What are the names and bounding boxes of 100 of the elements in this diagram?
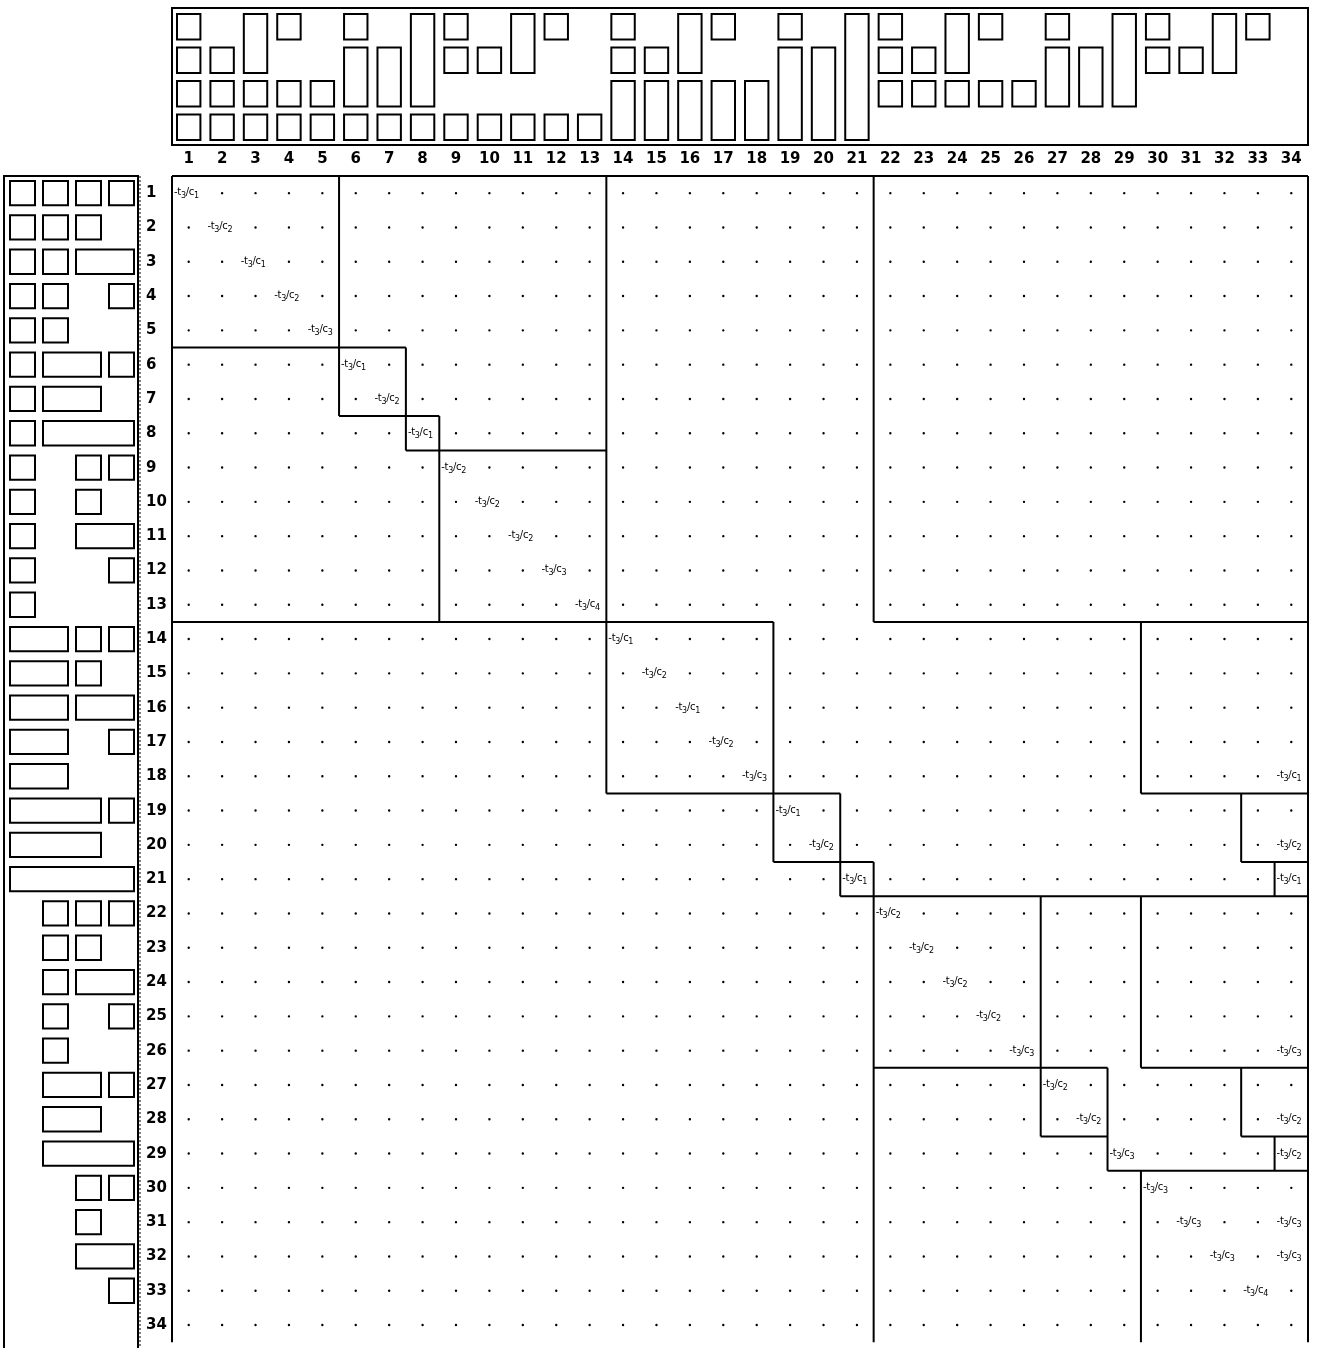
column-number: 10 xyxy=(478,151,500,166)
matrix-entry: -t$_{3}$/c$_{2}$ xyxy=(1276,1147,1302,1161)
matrix-entry: -t$_{3}$/c$_{3}$ xyxy=(541,564,567,578)
matrix-entry: -t$_{3}$/c$_{2}$ xyxy=(274,290,300,304)
row-number: 23 xyxy=(146,939,167,955)
matrix-entry: -t$_{3}$/c$_{2}$ xyxy=(374,392,400,406)
matrix-entry: -t$_{3}$/c$_{2}$ xyxy=(441,461,467,475)
column-number: 11 xyxy=(512,151,534,166)
row-number: 13 xyxy=(146,596,167,612)
matrix-entry: -t$_{3}$/c$_{1}$ xyxy=(608,633,634,647)
column-number: 16 xyxy=(679,151,701,166)
column-number: 17 xyxy=(712,151,734,166)
row-number: 12 xyxy=(146,562,167,578)
matrix-entry: -t$_{3}$/c$_{2}$ xyxy=(909,941,934,955)
matrix-entry: -t$_{3}$/c$_{4}$ xyxy=(1243,1284,1268,1298)
row-number: 1 xyxy=(146,185,157,201)
column-number: 14 xyxy=(612,151,634,166)
column-number: 6 xyxy=(350,151,361,166)
matrix-entry: -t$_{3}$/c$_{2}$ xyxy=(875,907,901,921)
row-number: 26 xyxy=(146,1042,167,1058)
matrix-entry: -t$_{3}$/c$_{1}$ xyxy=(775,804,801,818)
matrix-entry: -t$_{3}$/c$_{3}$ xyxy=(1209,1250,1235,1264)
row-number: 30 xyxy=(146,1179,167,1195)
row-number: 9 xyxy=(146,459,157,475)
column-number: 5 xyxy=(317,151,328,166)
column-number: 12 xyxy=(545,151,567,166)
column-number: 27 xyxy=(1046,151,1068,166)
row-number: 8 xyxy=(146,425,157,441)
matrix-entry: -t$_{3}$/c$_{2}$ xyxy=(1276,838,1302,852)
row-number: 25 xyxy=(146,1008,167,1024)
row-number: 24 xyxy=(146,974,167,990)
row-number: 10 xyxy=(146,493,167,509)
matrix-entry: -t$_{3}$/c$_{2}$ xyxy=(808,838,834,852)
row-number: 3 xyxy=(146,253,157,269)
row-number: 21 xyxy=(146,871,167,887)
column-number: 31 xyxy=(1180,151,1202,166)
column-number: 18 xyxy=(746,151,768,166)
matrix-entry: -t$_{3}$/c$_{2}$ xyxy=(508,530,533,544)
matrix-entry: -t$_{3}$/c$_{1}$ xyxy=(1276,770,1302,784)
column-number: 7 xyxy=(383,151,395,166)
matrix-entry: -t$_{3}$/c$_{1}$ xyxy=(240,255,266,269)
column-number: 22 xyxy=(879,151,901,166)
column-number: 21 xyxy=(846,151,868,166)
column-number: 1 xyxy=(183,151,194,166)
row-number: 19 xyxy=(146,802,167,818)
column-number: 24 xyxy=(946,151,968,166)
column-number: 4 xyxy=(283,151,295,166)
matrix-entry: -t$_{3}$/c$_{3}$ xyxy=(1276,1250,1302,1264)
matrix-entry: -t$_{3}$/c$_{2}$ xyxy=(641,667,667,681)
matrix-entry: -t$_{3}$/c$_{1}$ xyxy=(842,873,868,887)
row-number: 29 xyxy=(146,1145,167,1161)
row-number: 31 xyxy=(146,1214,167,1230)
row-number: 17 xyxy=(146,733,167,749)
matrix-entry: -t$_{3}$/c$_{3}$ xyxy=(1142,1181,1168,1195)
matrix-entry: -t$_{3}$/c$_{2}$ xyxy=(1276,1113,1302,1127)
row-number: 15 xyxy=(146,665,167,681)
row-number: 22 xyxy=(146,905,167,921)
matrix-entry: -t$_{3}$/c$_{1}$ xyxy=(407,427,433,441)
matrix-entry: -t$_{3}$/c$_{3}$ xyxy=(1276,1216,1302,1230)
matrix-entry: -t$_{3}$/c$_{1}$ xyxy=(675,701,700,715)
row-number: 18 xyxy=(146,768,167,784)
row-number: 2 xyxy=(146,219,157,235)
matrix-entry: -t$_{3}$/c$_{3}$ xyxy=(1176,1216,1202,1230)
column-number: 13 xyxy=(579,151,601,166)
row-number: 5 xyxy=(146,322,157,338)
matrix-entry: -t$_{3}$/c$_{2}$ xyxy=(207,221,233,235)
matrix-entry: -t$_{3}$/c$_{2}$ xyxy=(708,735,734,749)
matrix-entry: -t$_{3}$/c$_{2}$ xyxy=(1042,1078,1068,1092)
column-number: 32 xyxy=(1214,151,1235,166)
matrix-entry: -t$_{3}$/c$_{3}$ xyxy=(1009,1044,1035,1058)
row-number: 11 xyxy=(146,528,167,544)
row-number: 20 xyxy=(146,836,167,852)
row-number: 6 xyxy=(146,356,157,372)
column-number: 34 xyxy=(1280,151,1302,166)
matrix-entry: -t$_{3}$/c$_{3}$ xyxy=(1109,1147,1135,1161)
matrix-entry: -t$_{3}$/c$_{4}$ xyxy=(574,598,600,612)
row-number: 4 xyxy=(146,288,157,304)
row-number: 7 xyxy=(146,390,157,406)
column-number: 28 xyxy=(1080,151,1102,166)
matrix-entry: -t$_{3}$/c$_{2}$ xyxy=(975,1010,1001,1024)
matrix-entry: -t$_{3}$/c$_{2}$ xyxy=(474,495,500,509)
matrix-entry: -t$_{3}$/c$_{3}$ xyxy=(307,324,333,338)
matrix-entry: -t$_{3}$/c$_{2}$ xyxy=(1076,1113,1101,1127)
row-number: 32 xyxy=(146,1248,167,1264)
matrix-entry: -t$_{3}$/c$_{3}$ xyxy=(1276,1044,1302,1058)
column-number: 29 xyxy=(1113,151,1135,166)
row-number: 33 xyxy=(146,1282,167,1298)
column-number: 3 xyxy=(250,151,261,166)
matrix-entry: -t$_{3}$/c$_{3}$ xyxy=(742,770,767,784)
column-number: 30 xyxy=(1147,151,1169,166)
column-number: 2 xyxy=(216,151,228,166)
matrix-entry: -t$_{3}$/c$_{2}$ xyxy=(942,976,968,990)
column-number: 23 xyxy=(913,151,935,166)
column-number: 26 xyxy=(1013,151,1035,166)
row-number: 14 xyxy=(146,631,167,647)
row-number: 16 xyxy=(146,699,167,715)
matrix-entry: -t$_{3}$/c$_{1}$ xyxy=(174,187,199,201)
matrix-entry: -t$_{3}$/c$_{1}$ xyxy=(341,358,366,372)
row-number: 27 xyxy=(146,1076,167,1092)
column-number: 20 xyxy=(813,151,834,166)
